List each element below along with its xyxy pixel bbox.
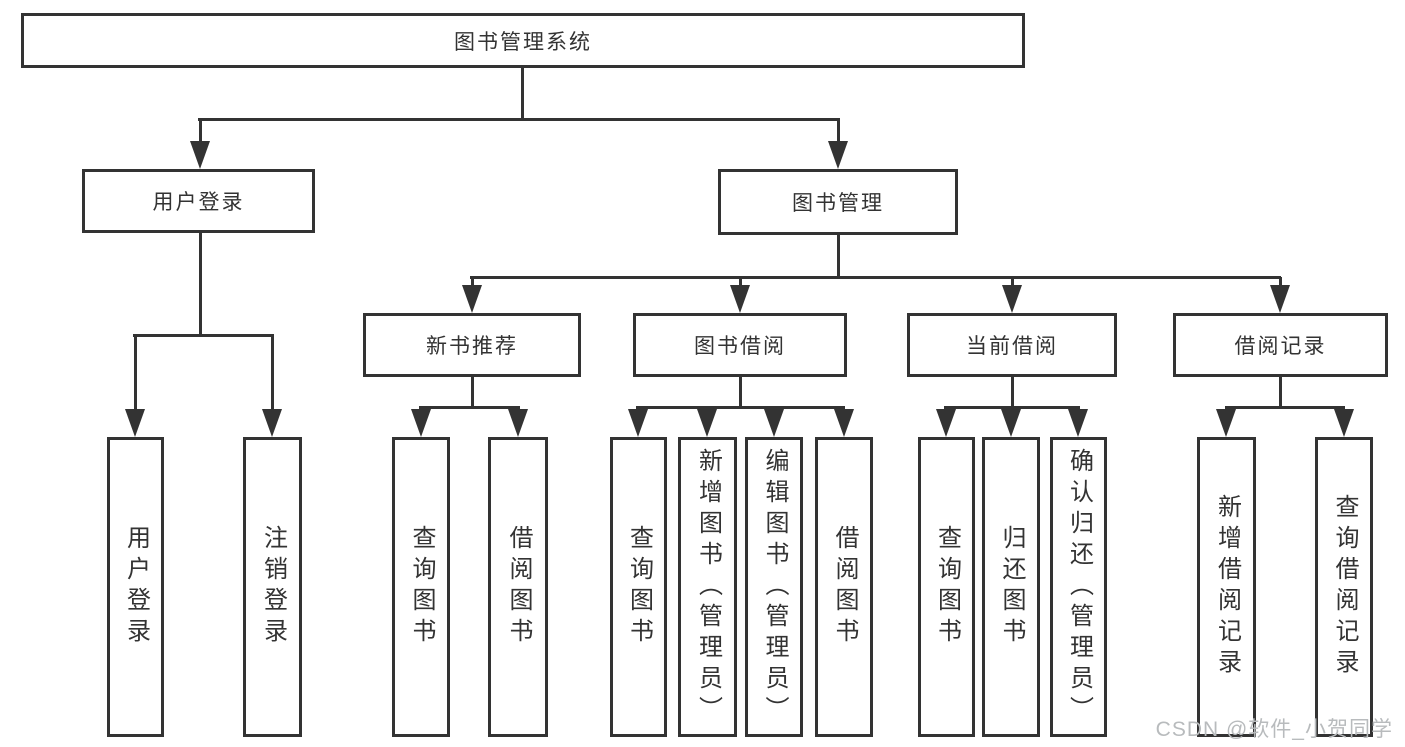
node-new-book-rec: 新书推荐 <box>363 313 581 377</box>
connector-user-login-stem <box>199 233 202 336</box>
connector-root-stem <box>521 68 524 121</box>
connector-borrow-stem <box>739 377 742 408</box>
connector-new-rec-horizontal <box>419 406 520 409</box>
arrowhead-g4-3 <box>1068 409 1088 437</box>
node-book-borrow-label: 图书借阅 <box>694 335 786 358</box>
arrowhead-g5-2 <box>1334 409 1354 437</box>
node-current-borrow: 当前借阅 <box>907 313 1117 377</box>
leaf-query-books-borrow-label: 查询图书 <box>625 525 653 649</box>
arrowhead-g3-3 <box>764 409 784 437</box>
leaf-query-books-current-label: 查询图书 <box>933 525 961 649</box>
arrowhead-g5-1 <box>1216 409 1236 437</box>
connector-borrow-shaft <box>739 277 742 289</box>
connector-level2-horizontal <box>470 276 1281 279</box>
node-book-mgmt: 图书管理 <box>718 169 958 235</box>
node-borrow-records: 借阅记录 <box>1173 313 1388 377</box>
connector-leaf-logout-shaft <box>271 336 274 412</box>
connector-level1-horizontal <box>198 118 840 121</box>
arrowhead-to-user-login <box>190 141 210 169</box>
node-root: 图书管理系统 <box>21 13 1025 68</box>
arrowhead-g3-2 <box>697 409 717 437</box>
arrowhead-to-borrow <box>730 285 750 313</box>
connector-user-login-horizontal <box>133 334 274 337</box>
arrowhead-to-book-mgmt <box>828 141 848 169</box>
leaf-logout-label: 注销登录 <box>259 525 287 649</box>
node-new-book-rec-label: 新书推荐 <box>426 335 518 358</box>
leaf-edit-books-admin-label: 编辑图书（管理员） <box>761 447 788 727</box>
leaf-query-books-rec: 查询图书 <box>392 437 450 737</box>
leaf-add-books-admin: 新增图书（管理员） <box>678 437 737 737</box>
leaf-logout: 注销登录 <box>243 437 302 737</box>
arrowhead-to-leaf-login <box>125 409 145 437</box>
arrowhead-g3-4 <box>834 409 854 437</box>
leaf-query-books-borrow: 查询图书 <box>610 437 667 737</box>
leaf-user-login-label: 用户登录 <box>122 525 150 649</box>
leaf-confirm-return-admin: 确认归还（管理员） <box>1050 437 1107 737</box>
arrowhead-g2-2 <box>508 409 528 437</box>
leaf-borrow-books-rec: 借阅图书 <box>488 437 548 737</box>
connector-records-horizontal <box>1225 406 1345 409</box>
arrowhead-to-leaf-logout <box>262 409 282 437</box>
leaf-query-books-rec-label: 查询图书 <box>408 525 435 649</box>
leaf-query-borrow-record-label: 查询借阅记录 <box>1331 494 1358 680</box>
connector-current-stem <box>1011 377 1014 408</box>
connector-records-shaft <box>1279 277 1282 289</box>
arrowhead-g4-1 <box>936 409 956 437</box>
arrowhead-to-new-rec <box>462 285 482 313</box>
leaf-add-borrow-record-label: 新增借阅记录 <box>1213 494 1241 680</box>
connector-current-shaft <box>1011 277 1014 289</box>
connector-borrow-horizontal <box>636 406 845 409</box>
arrowhead-g2-1 <box>411 409 431 437</box>
leaf-query-books-current: 查询图书 <box>918 437 975 737</box>
connector-current-horizontal <box>944 406 1080 409</box>
connector-new-rec-stem <box>471 377 474 408</box>
node-book-borrow: 图书借阅 <box>633 313 847 377</box>
arrowhead-to-records <box>1270 285 1290 313</box>
connector-user-login-shaft <box>199 119 202 145</box>
leaf-borrow-books-rec-label: 借阅图书 <box>505 525 532 649</box>
connector-new-rec-shaft <box>471 277 474 289</box>
leaf-user-login: 用户登录 <box>107 437 164 737</box>
leaf-borrow-books: 借阅图书 <box>815 437 873 737</box>
node-book-mgmt-label: 图书管理 <box>792 192 884 215</box>
connector-records-stem <box>1279 377 1282 408</box>
leaf-add-books-admin-label: 新增图书（管理员） <box>694 447 722 727</box>
connector-book-mgmt-shaft <box>837 119 840 145</box>
leaf-return-books: 归还图书 <box>982 437 1040 737</box>
node-user-login: 用户登录 <box>82 169 315 233</box>
arrowhead-to-current <box>1002 285 1022 313</box>
connector-book-mgmt-stem <box>837 235 840 278</box>
node-current-borrow-label: 当前借阅 <box>966 335 1058 358</box>
leaf-add-borrow-record: 新增借阅记录 <box>1197 437 1256 737</box>
connector-leaf-login-shaft <box>134 336 137 412</box>
arrowhead-g4-2 <box>1001 409 1021 437</box>
arrowhead-g3-1 <box>628 409 648 437</box>
node-user-login-label: 用户登录 <box>152 191 245 214</box>
leaf-confirm-return-admin-label: 确认归还（管理员） <box>1065 447 1093 727</box>
leaf-edit-books-admin: 编辑图书（管理员） <box>745 437 803 737</box>
leaf-query-borrow-record: 查询借阅记录 <box>1315 437 1373 737</box>
node-root-label: 图书管理系统 <box>454 30 592 54</box>
csdn-watermark: CSDN @软件_小贺同学 <box>1155 718 1393 741</box>
leaf-borrow-books-label: 借阅图书 <box>831 525 858 649</box>
leaf-return-books-label: 归还图书 <box>998 525 1025 649</box>
node-borrow-records-label: 借阅记录 <box>1234 335 1327 358</box>
